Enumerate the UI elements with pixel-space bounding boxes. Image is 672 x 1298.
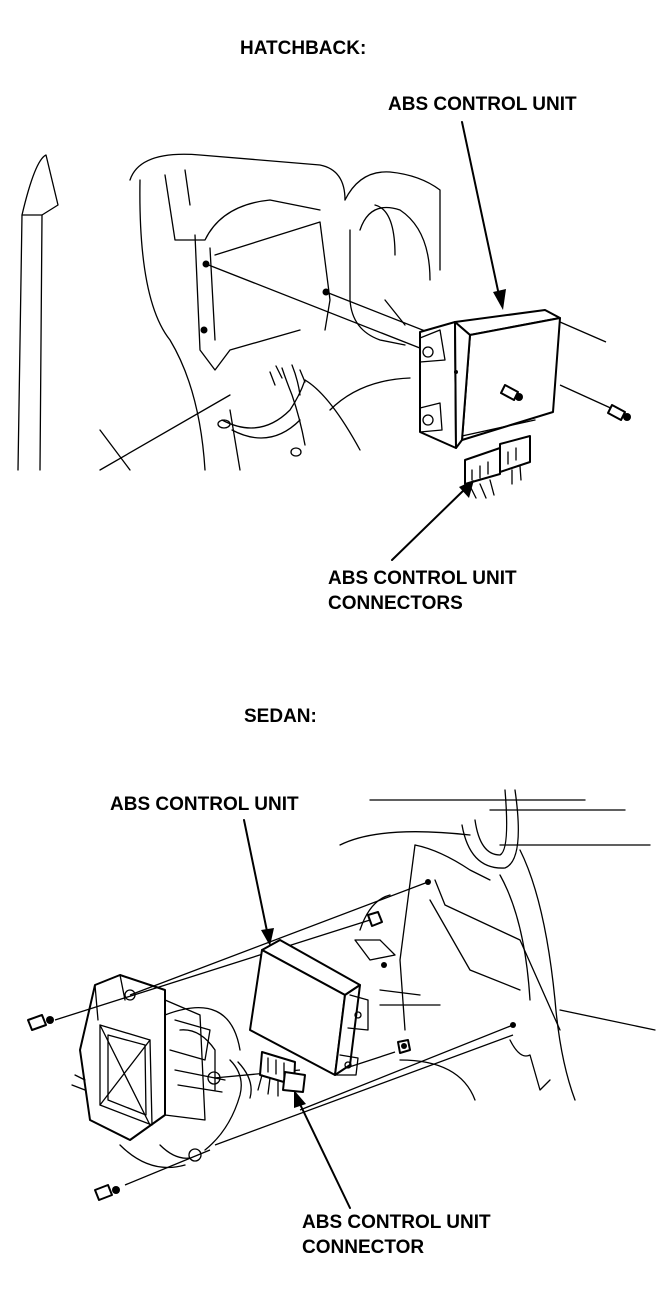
hatchback-connectors-label-line1: ABS CONTROL UNIT xyxy=(328,568,517,589)
sedan-mounting-bracket xyxy=(71,974,241,1162)
hatchback-connectors-leader xyxy=(391,480,474,561)
sedan-connector-leader xyxy=(294,1090,351,1209)
sedan-bolts xyxy=(27,911,411,1201)
hatchback-section: HATCHBACK: ABS CONTROL UNIT xyxy=(17,38,631,614)
hatchback-body-panel xyxy=(17,153,441,471)
hatchback-heading: HATCHBACK: xyxy=(240,38,366,59)
sedan-wiring-harness xyxy=(119,1059,252,1169)
sedan-heading: SEDAN: xyxy=(244,706,317,727)
hatchback-abs-control-unit xyxy=(419,309,561,449)
sedan-connector-label-line2: CONNECTOR xyxy=(302,1237,424,1258)
hatchback-connectors-label-line2: CONNECTORS xyxy=(328,593,463,614)
sedan-section: SEDAN: ABS CONTROL UNIT xyxy=(27,706,656,1258)
hatchback-bolts xyxy=(500,384,631,421)
hatchback-control-unit-leader xyxy=(461,121,506,310)
sedan-abs-control-unit xyxy=(249,939,369,1076)
sedan-control-unit-leader xyxy=(243,819,274,946)
sedan-alignment-lines xyxy=(54,881,514,1186)
hatchback-connectors xyxy=(464,435,531,499)
sedan-connector xyxy=(257,1051,306,1097)
hatchback-wiring-harness xyxy=(217,364,361,457)
sedan-connector-label-line1: ABS CONTROL UNIT xyxy=(302,1212,491,1233)
sedan-control-unit-label: ABS CONTROL UNIT xyxy=(110,794,299,815)
hatchback-control-unit-label: ABS CONTROL UNIT xyxy=(388,94,577,115)
sedan-body-panel xyxy=(339,789,656,1101)
